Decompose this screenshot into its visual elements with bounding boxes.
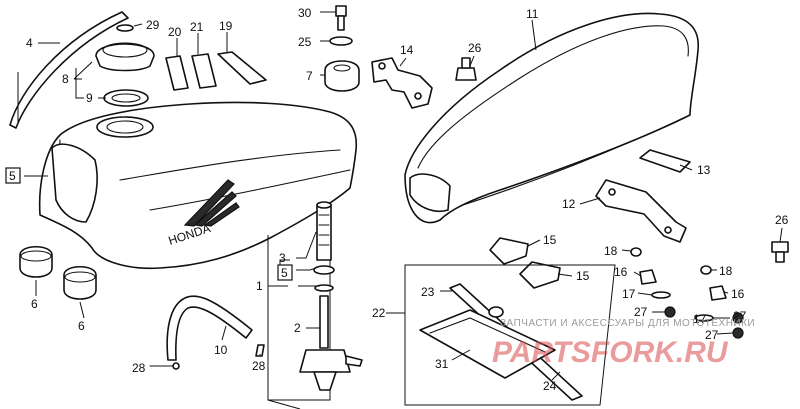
callout-15b: 15: [576, 269, 590, 283]
callout-4: 4: [26, 36, 33, 50]
bolt-26-upper: [455, 57, 477, 81]
callout-17a: 17: [622, 287, 636, 301]
tube-clip-right: [255, 344, 265, 357]
seat-hinge-bracket-12: [595, 179, 687, 243]
callout-6a: 6: [31, 297, 38, 311]
callout-18a: 18: [604, 244, 618, 258]
callout-21: 21: [190, 20, 204, 34]
callout-27c: 27: [733, 309, 747, 323]
cap-nut-27-left: [664, 306, 676, 318]
callout-26b: 26: [775, 213, 789, 227]
bolt-26-right: [771, 241, 789, 263]
callout-16b: 16: [731, 287, 745, 301]
nut-16-left: [639, 269, 657, 285]
seat-catch-13: [639, 149, 691, 173]
filler-cap-gasket: [103, 89, 149, 107]
callout-25: 25: [298, 35, 312, 49]
callout-10: 10: [214, 343, 228, 357]
callout-9: 9: [86, 91, 93, 105]
washer-18-right: [700, 265, 712, 275]
callout-27a: 27: [634, 305, 648, 319]
callout-14: 14: [400, 43, 414, 57]
strainer-o-ring: [313, 265, 335, 275]
callout-22: 22: [372, 306, 386, 320]
callout-18b: 18: [719, 264, 733, 278]
callout-13: 13: [697, 163, 711, 177]
washer-17-left: [651, 291, 671, 299]
callout-7: 7: [306, 69, 313, 83]
fuel-breather-tube: [9, 11, 129, 129]
callout-27b: 27: [705, 328, 719, 342]
callout-3: 3: [279, 251, 286, 265]
cushion-7: [324, 60, 360, 92]
tank-rubber-right: [63, 265, 97, 300]
cap-clip: [116, 24, 134, 32]
callout-17b: 17: [693, 312, 707, 326]
callout-20: 20: [168, 25, 182, 39]
tray-group-outline: [404, 264, 616, 406]
cap-nut-27-mid: [732, 312, 744, 324]
callout-5a: 5: [9, 169, 16, 183]
tank-rubber-left: [19, 245, 53, 278]
seat: [404, 12, 700, 224]
callouts: 4 29 8 9 20 21 19 5 6 6 30 25 7 14 26 11…: [5, 6, 789, 393]
callout-6b: 6: [78, 319, 85, 333]
fuel-cock-assembly: [299, 295, 363, 391]
stripe-21: [191, 53, 217, 89]
callout-28a: 28: [132, 361, 146, 375]
callout-19: 19: [219, 19, 233, 33]
watermark-tagline: ЗАПЧАСТИ И АКСЕССУАРЫ ДЛЯ МОТОТЕХНИКИ: [500, 318, 755, 329]
callout-8: 8: [62, 72, 69, 86]
washer-18: [630, 247, 642, 257]
bolt-30: [335, 5, 347, 31]
callout-5b: 5: [281, 266, 288, 280]
nut-16-right: [709, 285, 727, 301]
watermark-brand: PARTSFORK.RU: [492, 336, 729, 369]
fuel-tank: HONDA: [38, 101, 358, 270]
watermark: ЗАПЧАСТИ И АКСЕССУАРЫ ДЛЯ МОТОТЕХНИКИ PA…: [492, 318, 755, 369]
stripe-19: [217, 51, 267, 85]
callout-5-box-cock: 5: [277, 264, 293, 281]
callout-24: 24: [543, 379, 557, 393]
fuel-tube: [166, 295, 253, 361]
washer-25: [329, 36, 353, 46]
callout-5-box-tank: 5: [5, 167, 21, 184]
callout-28b: 28: [252, 359, 266, 373]
fuel-strainer-screen: [316, 201, 332, 261]
callout-12: 12: [562, 197, 576, 211]
callout-26a: 26: [468, 41, 482, 55]
stripe-20: [165, 55, 189, 91]
callout-30: 30: [298, 6, 312, 20]
callout-1: 1: [256, 279, 263, 293]
callout-11: 11: [526, 7, 539, 21]
leader-lines: [17, 11, 783, 381]
hinge-15-lower: [519, 261, 561, 289]
tray-pad-31: [419, 309, 556, 379]
callout-31: 31: [435, 357, 449, 371]
callout-29: 29: [146, 18, 160, 32]
wing-emblem-icon: [183, 179, 240, 227]
cap-nut-27-right: [732, 327, 744, 339]
callout-2: 2: [294, 321, 301, 335]
callout-15a: 15: [543, 233, 557, 247]
hinge-15-upper: [489, 237, 529, 265]
callout-16a: 16: [614, 265, 628, 279]
callout-23: 23: [421, 285, 435, 299]
filler-cap: [95, 42, 155, 72]
